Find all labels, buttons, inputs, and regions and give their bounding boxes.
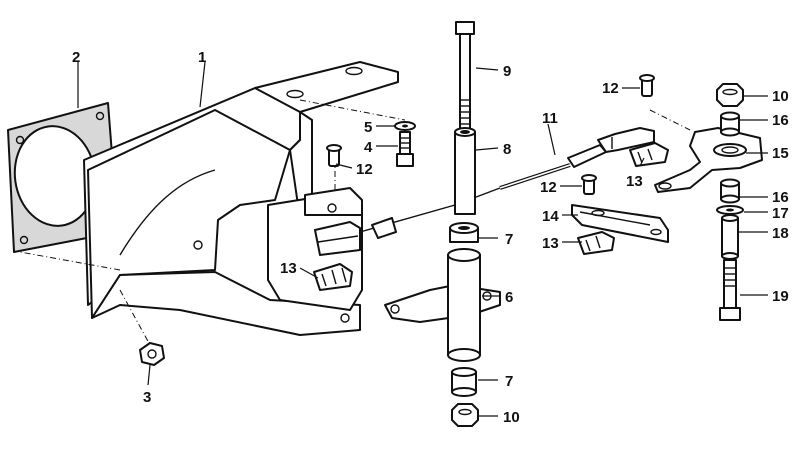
spring-clip xyxy=(629,142,669,167)
callout-7-upper: 7 xyxy=(505,231,513,248)
lever-arm xyxy=(384,248,501,362)
cable xyxy=(359,127,655,239)
assembly-line xyxy=(19,251,121,271)
callout-12-top: 12 xyxy=(602,80,619,97)
callout-13-top: 13 xyxy=(626,173,643,190)
callout-13-mid: 13 xyxy=(542,235,559,252)
callout-19: 19 xyxy=(772,288,789,305)
long-bolt xyxy=(455,21,475,131)
callout-10-lower: 10 xyxy=(503,409,520,426)
callout-7-lower: 7 xyxy=(505,373,513,390)
spring-clip xyxy=(313,263,353,291)
callout-15: 15 xyxy=(772,145,789,162)
callout-labels: 1 2 3 4 5 6 7 7 8 9 10 10 11 12 12 12 13… xyxy=(72,49,789,426)
leader-lines xyxy=(77,61,768,417)
bushing xyxy=(451,367,477,397)
bushing xyxy=(449,222,479,243)
callout-11: 11 xyxy=(542,110,558,127)
clevis-pin xyxy=(326,144,342,167)
callout-6: 6 xyxy=(505,289,513,306)
callout-18: 18 xyxy=(772,225,789,242)
spring-clip xyxy=(577,231,615,255)
bushing xyxy=(720,111,740,137)
spacer-tube xyxy=(721,214,739,260)
sleeve xyxy=(454,127,476,215)
washer xyxy=(716,205,744,215)
gasket-plate xyxy=(7,102,119,253)
hex-nut xyxy=(139,342,165,366)
bolt xyxy=(396,131,414,167)
assembly-line xyxy=(649,109,691,131)
callout-4: 4 xyxy=(364,139,373,156)
assembly-line xyxy=(299,99,406,121)
washer xyxy=(394,121,416,131)
clevis-pin xyxy=(581,174,597,195)
main-bracket xyxy=(83,61,399,336)
clevis-pin xyxy=(639,74,655,97)
callout-13-left: 13 xyxy=(280,260,297,277)
callout-17: 17 xyxy=(772,205,789,222)
bracket-plate xyxy=(654,127,763,193)
callout-5: 5 xyxy=(364,119,372,136)
callout-9: 9 xyxy=(503,63,511,80)
callout-16-lower: 16 xyxy=(772,189,789,206)
hex-nut xyxy=(716,83,744,107)
hex-nut xyxy=(451,403,479,427)
callout-8: 8 xyxy=(503,141,511,158)
assembly-line xyxy=(119,289,151,346)
bolt xyxy=(719,259,741,321)
callout-16-upper: 16 xyxy=(772,112,789,129)
callout-12-left: 12 xyxy=(356,161,373,178)
callout-14: 14 xyxy=(542,208,559,225)
callout-1: 1 xyxy=(198,49,206,66)
bushing xyxy=(720,178,740,204)
callout-10-right: 10 xyxy=(772,88,789,105)
callout-3: 3 xyxy=(143,389,151,406)
callout-2: 2 xyxy=(72,49,80,66)
callout-12-mid: 12 xyxy=(540,179,557,196)
